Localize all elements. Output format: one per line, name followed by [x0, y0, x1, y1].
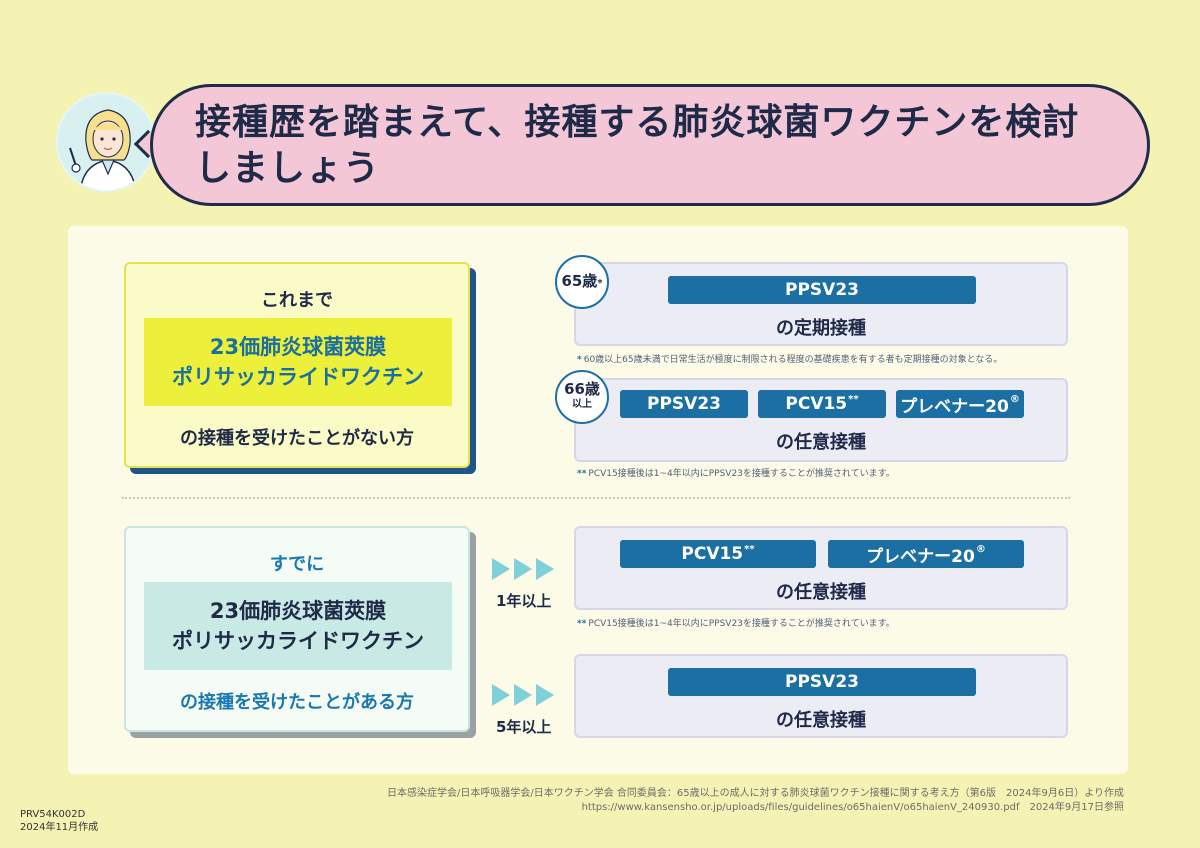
card-optional-ppsv23-revaccination: PPSV23 の任意接種 — [574, 654, 1068, 738]
doctor-avatar — [56, 92, 156, 192]
vaccine-pill-pcv15: PCV15** — [758, 390, 886, 418]
footnote-3: **PCV15接種後は1~4年以内にPPSV23を接種することが推奨されています… — [577, 619, 895, 629]
title-line-1: 接種歴を踏まえて、接種する肺炎球菌ワクチンを検討 — [195, 102, 1080, 143]
card-optional-66: PPSV23 PCV15** プレベナー20® の任意接種 — [574, 378, 1068, 462]
card-label: の定期接種 — [776, 318, 866, 339]
badge-age: 66歳 — [564, 380, 600, 398]
vaccine-name-line-1: 23価肺炎球菌莢膜 — [209, 335, 387, 359]
arrows-5-year — [492, 684, 554, 706]
age-badge-66-plus: 66歳 以上 — [555, 370, 609, 424]
title-line-2: しましょう — [195, 148, 381, 189]
vaccine-name-line-1: 23価肺炎球菌莢膜 — [209, 599, 387, 623]
vaccine-name-line-2: ポリサッカライドワクチン — [172, 365, 424, 389]
section-divider — [122, 497, 1070, 499]
arrow-icon — [536, 684, 554, 706]
card-optional-after-ppsv23: PCV15** プレベナー20® の任意接種 — [574, 526, 1068, 610]
arrow-icon — [514, 684, 532, 706]
vaccine-name-highlight: 23価肺炎球菌莢膜 ポリサッカライドワクチン — [144, 318, 452, 406]
footnote-2: **PCV15接種後は1~4年以内にPPSV23を接種することが推奨されています… — [577, 469, 895, 479]
vaccine-pill-ppsv23: PPSV23 — [620, 390, 748, 418]
vaccine-pill-prevnar20: プレベナー20® — [828, 540, 1024, 568]
card-label: の任意接種 — [776, 582, 866, 603]
already-vaccinated-box: すでに 23価肺炎球菌莢膜 ポリサッカライドワクチン の接種を受けたことがある方 — [124, 526, 470, 732]
never-vaccinated-box: これまで 23価肺炎球菌莢膜 ポリサッカライドワクチン の接種を受けたことがない… — [124, 262, 470, 468]
arrow-icon — [492, 684, 510, 706]
card-label: の任意接種 — [776, 710, 866, 731]
vaccine-name-highlight: 23価肺炎球菌莢膜 ポリサッカライドワクチン — [144, 582, 452, 670]
vaccine-pill-prevnar20: プレベナー20® — [896, 390, 1024, 418]
footnote-1: *60歳以上65歳未満で日常生活が極度に制限される程度の基礎疾患を有する者も定期… — [577, 355, 1003, 365]
arrow-icon — [514, 558, 532, 580]
box-footer: の接種を受けたことがある方 — [180, 692, 414, 713]
source-url: https://www.kansensho.or.jp/uploads/file… — [581, 802, 1124, 813]
arrow-icon — [536, 558, 554, 580]
page-title: 接種歴を踏まえて、接種する肺炎球菌ワクチンを検討 しましょう — [195, 100, 1115, 192]
box-footer: の接種を受けたことがない方 — [180, 428, 414, 449]
interval-label: 5年以上 — [496, 718, 552, 736]
interval-label: 1年以上 — [496, 592, 552, 610]
title-banner — [150, 84, 1150, 206]
source-citation: 日本感染症学会/日本呼吸器学会/日本ワクチン学会 合同委員会：65歳以上の成人に… — [387, 788, 1124, 799]
arrows-1-year — [492, 558, 554, 580]
box-heading: これまで — [261, 290, 333, 311]
vaccine-pill-ppsv23: PPSV23 — [668, 276, 976, 304]
badge-age: 65歳 — [561, 272, 598, 290]
card-label: の任意接種 — [776, 432, 866, 453]
vaccine-name-line-2: ポリサッカライドワクチン — [172, 629, 424, 653]
document-date: 2024年11月作成 — [20, 822, 99, 833]
arrow-icon — [492, 558, 510, 580]
card-routine-65: PPSV23 の定期接種 — [574, 262, 1068, 346]
badge-mark: * — [597, 278, 603, 289]
badge-sub: 以上 — [572, 399, 592, 410]
vaccine-pill-pcv15: PCV15** — [620, 540, 816, 568]
box-heading: すでに — [269, 554, 325, 575]
vaccine-pill-ppsv23: PPSV23 — [668, 668, 976, 696]
document-code: PRV54K002D — [20, 809, 86, 820]
age-badge-65: 65歳* — [555, 255, 609, 309]
